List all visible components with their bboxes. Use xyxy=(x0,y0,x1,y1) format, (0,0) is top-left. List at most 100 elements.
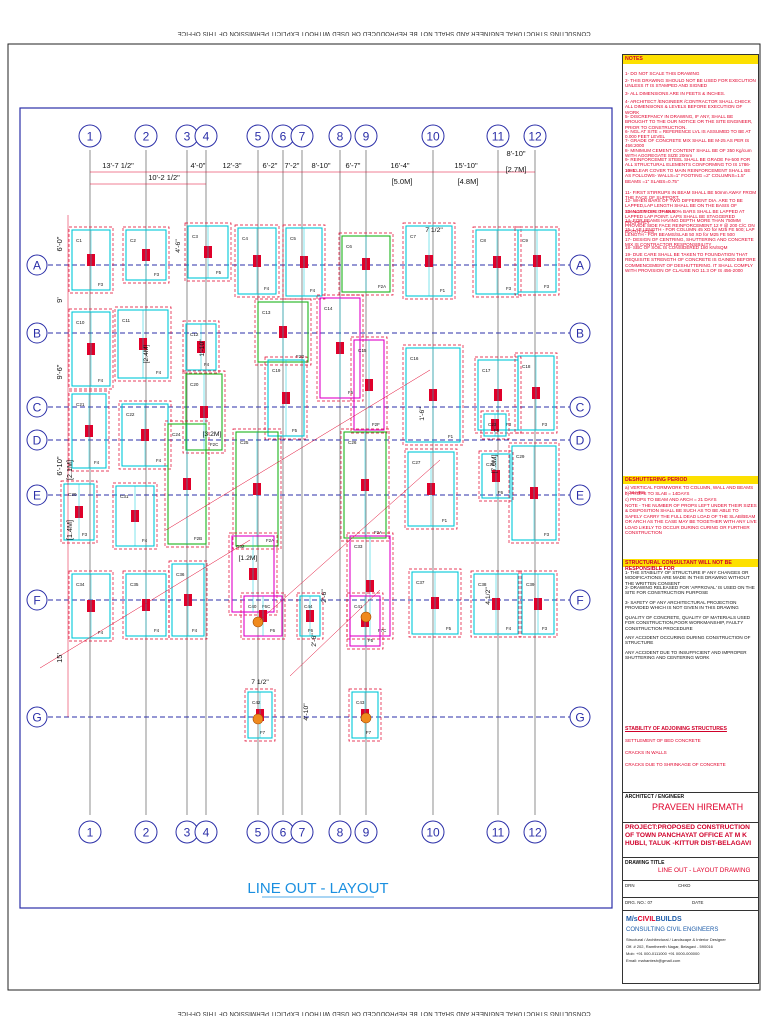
column-label-C34: C34 xyxy=(76,582,85,587)
footing-label-C24: F2B xyxy=(194,536,202,541)
grid-bubble-row-A-left xyxy=(26,254,48,276)
column-label-C32: C32 xyxy=(236,544,245,549)
note-item-17: 18- SBC OF SOIL IS CONSIDERED 180 KN/SQM xyxy=(625,245,728,250)
note-item-12: 12- WHEN BARS OF TWO DIFFERENT DIA. ARE … xyxy=(625,198,743,214)
round-column-2 xyxy=(360,611,372,623)
misc-dimension-11: [7.0M] xyxy=(491,454,498,473)
grid-label-col-10: 10 xyxy=(426,130,440,144)
grid-label-col-11: 11 xyxy=(492,130,505,144)
column-label-C39: C39 xyxy=(526,582,535,587)
top-dimension-11: 8'-10" xyxy=(506,149,525,158)
footing-label-C25: F2A xyxy=(266,538,274,543)
grid-bubble-col-8-bottom xyxy=(328,820,352,844)
top-metric-1: [5.0M] xyxy=(392,177,413,186)
grid-label-col-5: 5 xyxy=(255,826,262,840)
footing-label-C44: F6 xyxy=(308,628,314,633)
title-block-divider-2 xyxy=(622,822,758,823)
column-label-C41: C41 xyxy=(354,604,363,609)
footing-outline-C10 xyxy=(68,308,114,390)
grid-label-row-E: E xyxy=(576,489,584,503)
grid-bubble-col-2-top xyxy=(134,124,158,148)
deshuttering-heading-bar xyxy=(622,476,758,484)
footing-outline-C29 xyxy=(508,442,560,544)
column-label-C18: C18 xyxy=(522,364,531,369)
footing-label-C41: F5 xyxy=(368,638,374,643)
column-label-C44: C44 xyxy=(304,604,313,609)
grid-bubble-col-5-bottom xyxy=(246,820,270,844)
column-label-C28: C28 xyxy=(486,462,495,467)
firm-line-4: Email: mahantesh@gmail.com xyxy=(626,958,681,963)
grid-bubble-col-4-top xyxy=(194,124,218,148)
footing-label-C7: F1 xyxy=(440,288,446,293)
column-label-C38: C38 xyxy=(478,582,487,587)
left-metric-2: [1.4M] xyxy=(65,520,74,540)
grid-bubble-col-2-bottom xyxy=(134,820,158,844)
column-label-C35: C35 xyxy=(130,582,139,587)
grid-label-row-G: G xyxy=(32,711,41,725)
top-dimension-5: 6'-2" xyxy=(263,161,278,170)
responsibility-heading: STRUCTURAL CONSULTANT WILL NOT BE RESPON… xyxy=(625,560,732,572)
note-item-13: 13- NOT MORE THAN 50% BARS SHALL BE LAPP… xyxy=(625,209,745,225)
footing-label-C28: F6 xyxy=(498,490,504,495)
architect-label: ARCHITECT / ENGINEER xyxy=(625,794,685,800)
footing-label-C22: F4 xyxy=(156,458,162,463)
engineer-name: PRAVEEN HIREMATH xyxy=(652,802,744,812)
column-label-C24: C24 xyxy=(172,432,181,437)
column-label-C20: C20 xyxy=(190,382,199,387)
firm-name-firm_name_b: BUILDS xyxy=(655,916,682,923)
footing-label-C6: F2A xyxy=(378,284,386,289)
footing-outline-C14 xyxy=(316,294,364,402)
responsibility-item-3: 3- SAFETY OF ANY ARCHITECTURAL PROJECTIO… xyxy=(625,600,739,611)
grid-label-col-7: 7 xyxy=(299,826,306,840)
firm-line-3: Mob: +91 000-0111000 +91 0000-000000 xyxy=(626,951,700,956)
footing-outline-C17 xyxy=(474,356,522,434)
column-label-C42: C42 xyxy=(252,700,261,705)
grid-bubble-col-9-bottom xyxy=(354,820,378,844)
footing-label-C39: F3 xyxy=(542,626,548,631)
misc-dimension-7: 4 1/2" xyxy=(485,587,492,605)
footing-outline-C15 xyxy=(350,336,388,434)
footing-outline-C24 xyxy=(164,420,210,548)
footing-outline-C44 xyxy=(296,592,324,640)
grid-label-col-9: 9 xyxy=(363,130,370,144)
grid-label-col-11: 11 xyxy=(492,826,505,840)
title-block-divider-1 xyxy=(622,792,758,793)
diagonal-dim-line-3 xyxy=(259,459,441,621)
dimension-layer: 13'-7 1/2"10'-2 1/2"4'-0"12'-3"6'-2"7'-2… xyxy=(55,149,535,721)
note-item-3: 3- ALL DIMENSIONS ARE IN FEETS & INCHES. xyxy=(625,91,726,96)
column-label-C27: C27 xyxy=(412,460,421,465)
misc-dimension-8: 7 1/2" xyxy=(251,679,269,686)
notes-heading: NOTES xyxy=(625,56,643,62)
top-dimension-7: 8'-10" xyxy=(311,161,330,170)
diagonal-dim-line-2 xyxy=(165,369,431,531)
column-label-C40: C40 xyxy=(248,604,257,609)
grid-label-row-E: E xyxy=(33,489,41,503)
grid-bubble-col-5-top xyxy=(246,124,270,148)
column-label-C12: C12 xyxy=(190,332,199,337)
column-label-C23: C23 xyxy=(488,422,497,427)
responsibility-heading-bar xyxy=(622,559,758,567)
column-label-C33: C33 xyxy=(354,544,363,549)
footing-outline-C4 xyxy=(234,224,280,298)
column-label-C2: C2 xyxy=(130,238,136,243)
grid-label-row-D: D xyxy=(576,434,585,448)
column-label-C13: C13 xyxy=(262,310,271,315)
grid-bubble-col-1-top xyxy=(78,124,102,148)
footing-outline-C19 xyxy=(264,356,308,440)
footing-outline-C25 xyxy=(232,428,282,550)
left-dimension-2: 9' xyxy=(55,297,64,303)
grid-label-col-9: 9 xyxy=(363,826,370,840)
